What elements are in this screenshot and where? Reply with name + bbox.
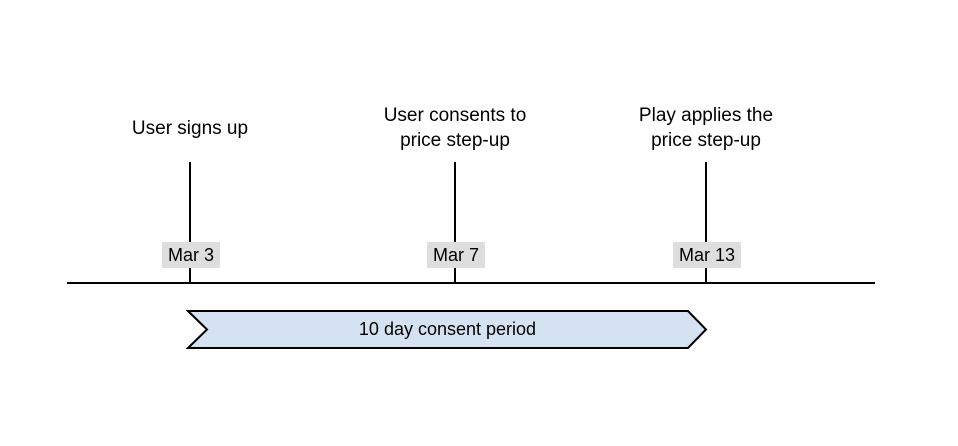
date-badge-mar-13: Mar 13 <box>672 242 742 268</box>
date-badge-mar-3: Mar 3 <box>161 242 221 268</box>
event-label-play-applies: Play applies the price step-up <box>638 105 774 151</box>
consent-period-label: 10 day consent period <box>358 319 537 339</box>
timeline-axis <box>67 282 875 284</box>
ribbon-arrow-shape <box>186 310 708 349</box>
event-tick-line <box>454 162 456 283</box>
date-badge-mar-7: Mar 7 <box>426 242 486 268</box>
event-label-user-consents: User consents to price step-up <box>383 105 527 151</box>
event-label-user-signs-up: User signs up <box>131 117 249 139</box>
consent-period-ribbon-arrow <box>186 310 708 349</box>
event-tick-line <box>705 162 707 283</box>
event-tick-line <box>189 162 191 283</box>
